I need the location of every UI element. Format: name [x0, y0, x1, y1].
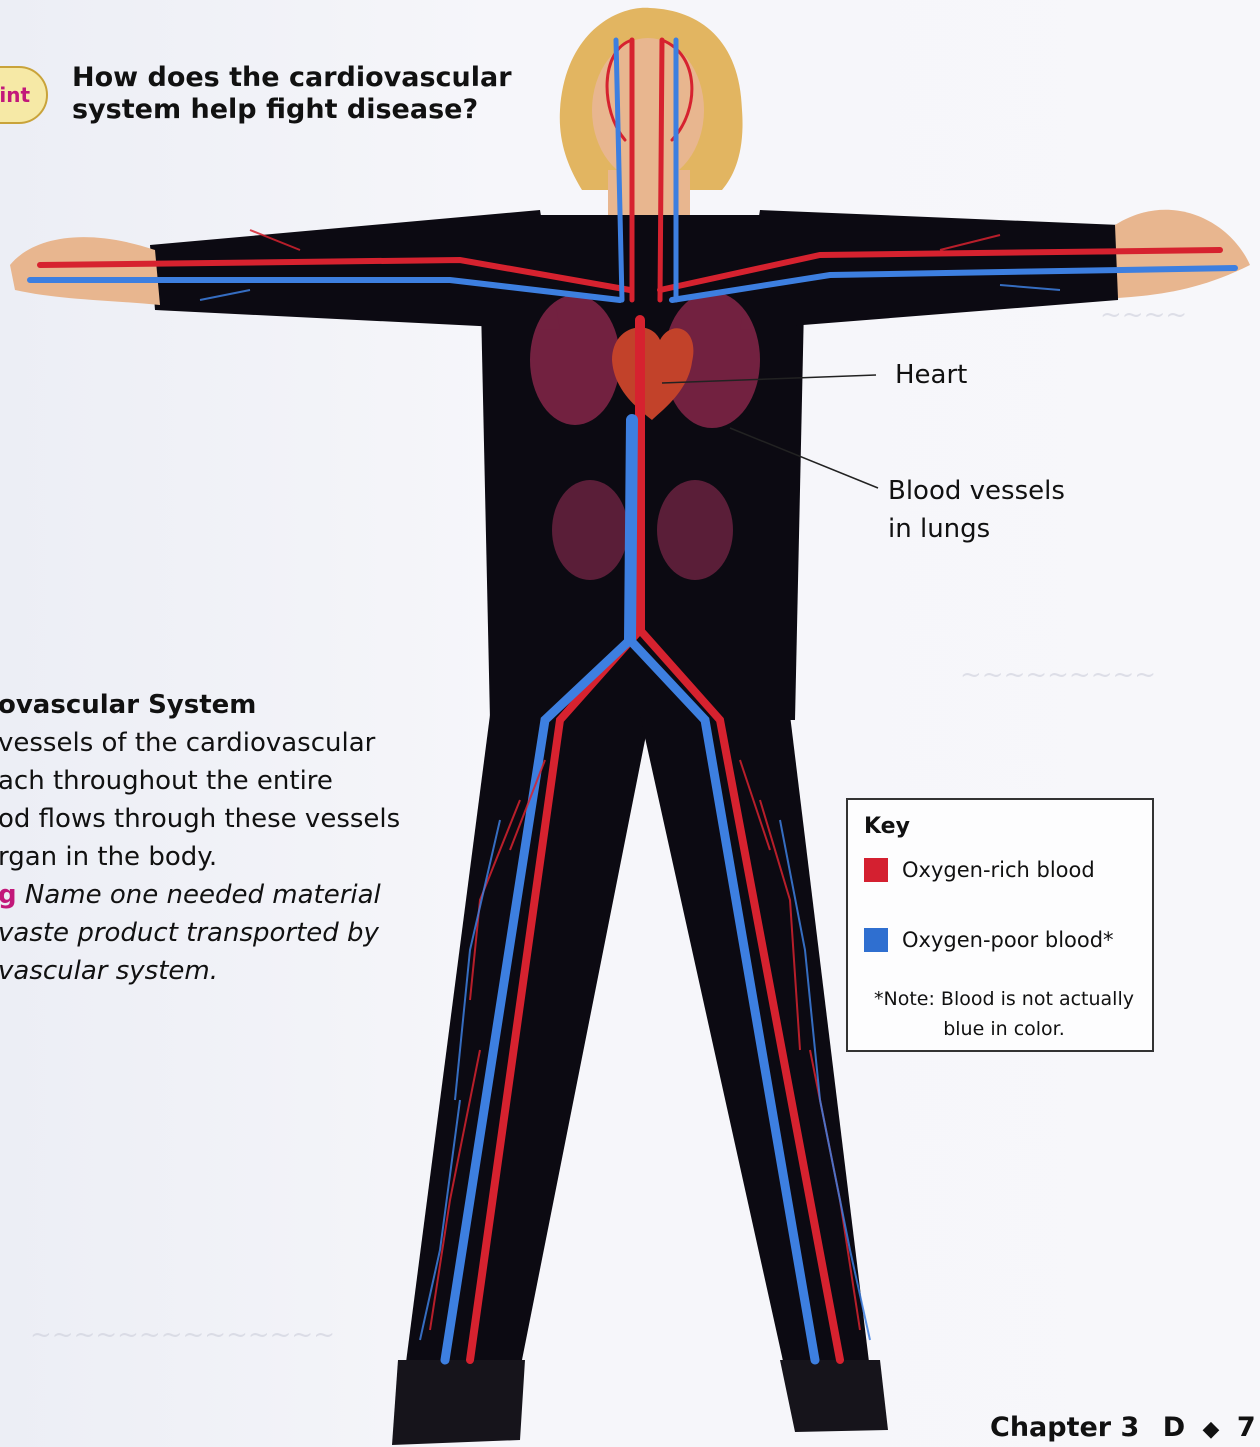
- oxygen-rich-swatch: [864, 858, 888, 882]
- page-footer: Chapter 3 D ◆ 7: [990, 1412, 1256, 1443]
- key-title: Key: [864, 814, 910, 839]
- key-legend: Key Oxygen-rich blood Oxygen-poor blood*…: [846, 798, 1154, 1052]
- caption-line: od flows through these vessels: [0, 800, 428, 838]
- lungs-label-line: Blood vessels: [888, 472, 1065, 510]
- lungs-label: Blood vessels in lungs: [888, 472, 1065, 548]
- diamond-icon: ◆: [1203, 1417, 1220, 1442]
- caption-line: rgan in the body.: [0, 838, 428, 876]
- footer-page-number: 7: [1237, 1412, 1256, 1443]
- right-shoe: [780, 1360, 888, 1432]
- caption-question-text: Name one needed material: [25, 880, 381, 910]
- key-row-oxygen-rich: Oxygen-rich blood: [864, 858, 1095, 882]
- caption-question-line: vaste product transported by: [0, 914, 428, 952]
- caption-line: vessels of the cardiovascular: [0, 724, 428, 762]
- caption-line: ach throughout the entire: [0, 762, 428, 800]
- caption-title: ovascular System: [0, 686, 428, 724]
- footer-chapter: Chapter 3: [990, 1412, 1139, 1443]
- right-kidney: [657, 480, 733, 580]
- right-leg: [640, 715, 870, 1370]
- left-shoe: [392, 1360, 525, 1445]
- key-row-oxygen-poor: Oxygen-poor blood*: [864, 928, 1114, 952]
- left-sleeve: [150, 210, 560, 330]
- figure-caption: ovascular System vessels of the cardiova…: [0, 686, 428, 990]
- left-lung: [530, 295, 620, 425]
- oxygen-poor-swatch: [864, 928, 888, 952]
- key-note: *Note: Blood is not actually blue in col…: [864, 984, 1144, 1044]
- caption-question-marker: g: [0, 880, 17, 910]
- oxygen-rich-label: Oxygen-rich blood: [902, 858, 1095, 882]
- footer-section: D: [1163, 1412, 1185, 1443]
- heart-label: Heart: [895, 356, 967, 394]
- left-hand: [10, 237, 160, 305]
- caption-question-line: vascular system.: [0, 952, 428, 990]
- oxygen-poor-label: Oxygen-poor blood*: [902, 928, 1114, 952]
- lungs-label-line: in lungs: [888, 510, 1065, 548]
- caption-question-line: g Name one needed material: [0, 876, 428, 914]
- left-kidney: [552, 480, 628, 580]
